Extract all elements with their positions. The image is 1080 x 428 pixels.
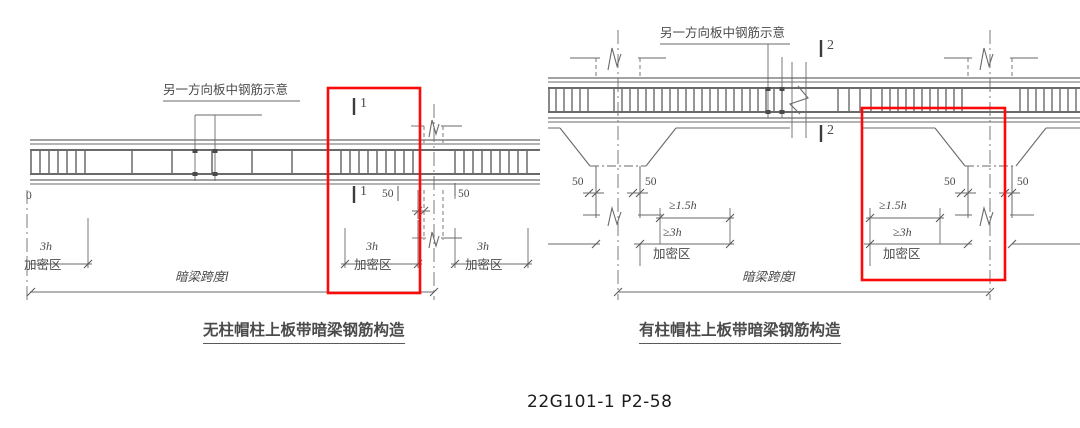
dim-right-3h-b: ≥3h [893, 225, 912, 239]
footer-reference: 22G101-1 P2-58 [527, 392, 673, 412]
dim-right-15h-a: ≥1.5h [669, 198, 697, 212]
dim-left-dense-c: 加密区 [465, 257, 503, 272]
dim-right-dense-b: 加密区 [883, 246, 921, 261]
section-mark-bars [352, 40, 823, 203]
caption-right: 有柱帽柱上板带暗梁钢筋构造 [639, 318, 841, 344]
dim-right-50-c: 50 [944, 176, 956, 188]
dim-left-dense-b: 加密区 [354, 257, 392, 272]
dim-left-50-a: 50 [382, 188, 394, 200]
dim-left-zero: 0 [26, 190, 32, 202]
dim-right-50-d: 50 [1017, 176, 1029, 188]
section-mark-left-bottom: 1 [360, 184, 367, 199]
section-mark-right-top: 2 [827, 38, 834, 53]
dim-right-50-a: 50 [572, 176, 584, 188]
dim-left-3h-a: 3h [40, 239, 52, 253]
caption-left: 无柱帽柱上板带暗梁钢筋构造 [203, 318, 405, 344]
dim-right-dense-a: 加密区 [653, 246, 691, 261]
dim-left-dense-a: 加密区 [24, 257, 62, 272]
dim-right-3h-a: ≥3h [663, 225, 682, 239]
dim-left-3h-b: 3h [366, 239, 378, 253]
highlight-box-left [326, 86, 422, 295]
dim-left-50-b: 50 [458, 188, 470, 200]
dim-right-span: 暗梁跨度l [742, 269, 796, 284]
dim-left-span: 暗梁跨度l [175, 269, 229, 284]
figure-right-linework [548, 30, 1080, 300]
dim-left-3h-c: 3h [477, 239, 489, 253]
figure-left-linework [26, 100, 540, 300]
dim-right-50-b: 50 [645, 176, 657, 188]
highlight-box-right [860, 106, 1007, 282]
note-label-left: 另一方向板中钢筋示意 [163, 82, 289, 97]
section-mark-left-top: 1 [360, 96, 367, 111]
section-mark-right-bottom: 2 [827, 123, 834, 138]
note-label-right: 另一方向板中钢筋示意 [660, 25, 786, 40]
dim-right-15h-b: ≥1.5h [879, 198, 907, 212]
